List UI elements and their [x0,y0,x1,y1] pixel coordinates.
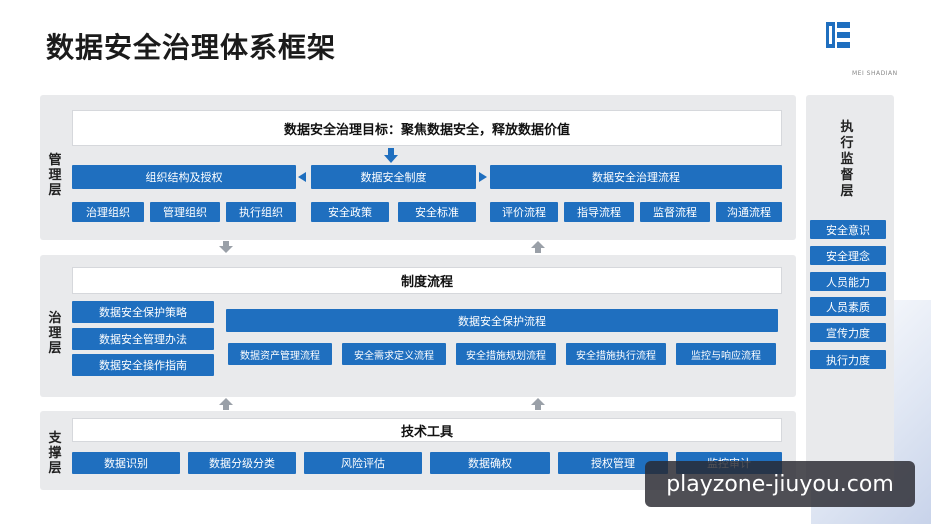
process-item: 指导流程 [564,202,634,222]
governance-goal-bar: 数据安全治理目标：聚焦数据安全，释放数据价值 [72,110,782,146]
policy-doc-item: 数据安全保护策略 [72,301,214,323]
up-arrow-icon [219,398,233,410]
support-layer-label: 支撑层 [48,431,62,476]
policy-item: 安全政策 [311,202,389,222]
tech-tools-header: 技术工具 [72,418,782,442]
management-layer-label: 管理层 [48,153,62,198]
execution-item: 人员素质 [810,297,886,316]
protection-process-item: 安全措施规划流程 [456,343,556,365]
tool-item: 授权管理 [558,452,668,474]
policy-doc-item: 数据安全管理办法 [72,328,214,350]
execution-item: 人员能力 [810,272,886,291]
governance-process-header: 数据安全治理流程 [490,165,782,189]
execution-item: 宣传力度 [810,323,886,342]
policy-process-header: 制度流程 [72,267,782,294]
execution-item: 安全意识 [810,220,886,239]
tool-item: 数据识别 [72,452,180,474]
execution-supervision-panel [806,95,894,490]
execution-item: 执行力度 [810,350,886,369]
governance-layer-label: 治理层 [48,311,62,356]
watermark-badge: playzone-jiuyou.com [645,461,915,507]
protection-process-item: 数据资产管理流程 [228,343,332,365]
security-policy-header: 数据安全制度 [311,165,476,189]
down-arrow-icon [219,241,233,253]
protection-process-item: 监控与响应流程 [676,343,776,365]
org-item: 执行组织 [226,202,296,222]
org-item: 管理组织 [150,202,220,222]
org-item: 治理组织 [72,202,144,222]
protection-process-item: 安全措施执行流程 [566,343,666,365]
protection-process-item: 安全需求定义流程 [342,343,446,365]
execution-supervision-label: 执行监督层 [840,120,854,199]
right-arrow-icon [479,172,487,182]
protection-process-title: 数据安全保护流程 [226,309,778,332]
policy-item: 安全标准 [398,202,476,222]
process-item: 监督流程 [640,202,710,222]
policy-doc-item: 数据安全操作指南 [72,354,214,376]
tool-item: 数据确权 [430,452,550,474]
brand-logo-icon [826,22,850,48]
left-arrow-icon [298,172,306,182]
up-arrow-icon [531,241,545,253]
execution-item: 安全理念 [810,246,886,265]
tool-item: 数据分级分类 [188,452,296,474]
page-title: 数据安全治理体系框架 [46,31,337,64]
process-item: 沟通流程 [716,202,782,222]
down-arrow-icon [384,148,398,163]
logo-text: MEI SHADIAN [852,70,898,77]
up-arrow-icon [531,398,545,410]
process-item: 评价流程 [490,202,558,222]
org-structure-header: 组织结构及授权 [72,165,296,189]
tool-item: 风险评估 [304,452,422,474]
